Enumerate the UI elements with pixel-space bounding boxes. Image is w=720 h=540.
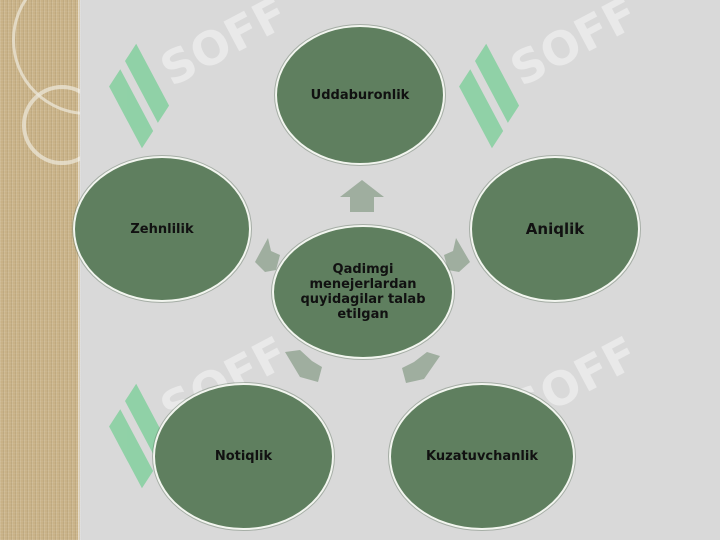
sidebar-edge [78, 0, 82, 540]
arrow-left-icon [255, 238, 280, 272]
arrow-down-right-icon [402, 352, 440, 383]
node-kuzatuvchanlik: Kuzatuvchanlik [389, 383, 575, 530]
decorative-sidebar [0, 0, 80, 540]
node-aniqlik: Aniqlik [470, 156, 640, 302]
node-zehnlilik: Zehnlilik [73, 156, 251, 302]
decorative-ring [22, 85, 80, 165]
arrow-down-left-icon [285, 350, 322, 382]
arrow-up-icon [340, 180, 384, 212]
node-label: Aniqlik [525, 220, 585, 238]
node-uddaburonlik: Uddaburonlik [275, 25, 445, 165]
arrow-right-icon [444, 238, 470, 272]
node-label: Uddaburonlik [310, 87, 410, 103]
center-label: Qadimgi menejerlardan quyidagilar talab … [300, 262, 426, 322]
node-label: Kuzatuvchanlik [426, 449, 538, 464]
node-label: Notiqlik [214, 449, 273, 464]
node-center: Qadimgi menejerlardan quyidagilar talab … [272, 225, 454, 359]
node-label: Zehnlilik [130, 221, 194, 237]
node-notiqlik: Notiqlik [153, 383, 334, 530]
